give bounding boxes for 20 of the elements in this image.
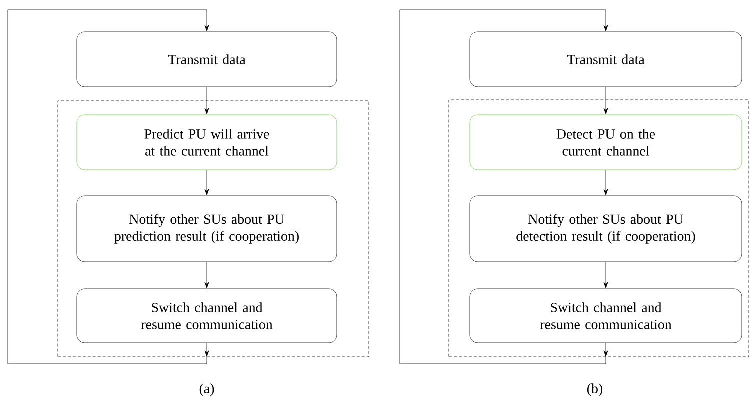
- process-box: Transmit data: [76, 32, 338, 88]
- process-box: Notify other SUs about PU detection result (if cooperation): [470, 196, 742, 262]
- process-box: Notify other SUs about PU prediction result (if cooperation): [76, 196, 338, 262]
- panel-caption: (b): [587, 384, 603, 396]
- arrow: [204, 87, 210, 114]
- arrow: [204, 170, 210, 196]
- process-box: Switch channel and resume communication: [470, 288, 742, 344]
- process-box: Switch channel and resume communication: [76, 288, 338, 344]
- dashed-group-box: [448, 100, 750, 358]
- process-box: Predict PU will arrive at the current channel: [76, 114, 338, 170]
- arrow: [204, 262, 210, 288]
- arrow: [604, 170, 608, 196]
- dashed-group-box: [58, 100, 370, 358]
- loop-arrow: [400, 10, 608, 364]
- loop-arrow: [8, 10, 210, 364]
- arrow: [604, 87, 608, 114]
- process-box: Detect PU on the current channel: [470, 114, 742, 170]
- arrow: [604, 262, 608, 288]
- process-box: Transmit data: [470, 32, 742, 88]
- panel-caption: (a): [200, 384, 214, 396]
